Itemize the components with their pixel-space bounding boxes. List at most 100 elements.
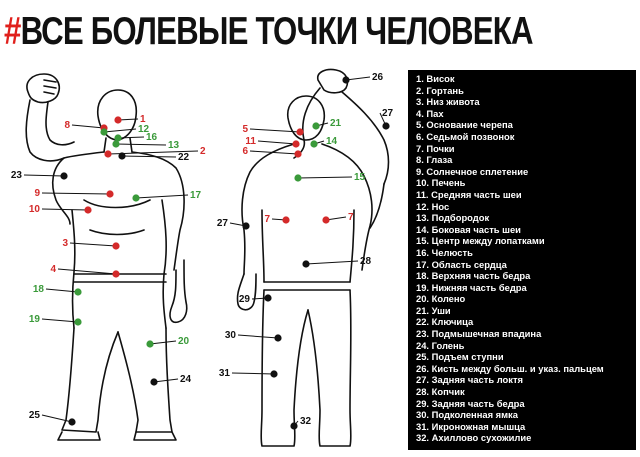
- point-leader-line: [135, 194, 189, 199]
- pain-point-label: 26: [372, 72, 384, 83]
- legend-item: 23. Подмышечная впадина: [416, 328, 542, 340]
- pain-point-dot: [60, 172, 68, 180]
- pain-point-dot: [274, 334, 282, 342]
- legend-item: 19. Нижняя часть бедра: [416, 281, 527, 293]
- pain-point-label: 2: [200, 146, 206, 157]
- pain-point-label: 27: [382, 108, 394, 119]
- point-leader-line: [149, 340, 177, 345]
- pain-point-dot: [112, 242, 120, 250]
- legend-item: 28. Копчик: [416, 386, 465, 398]
- legend-item: 24. Голень: [416, 339, 465, 351]
- pain-point-label: 15: [354, 172, 366, 183]
- pain-point-label: 24: [180, 374, 192, 385]
- point-leader-line: [23, 174, 65, 177]
- pain-point-dot: [296, 128, 304, 136]
- pain-point-label: 5: [242, 124, 248, 135]
- pain-point-label: 31: [219, 368, 231, 379]
- legend-item: 1. Висок: [416, 73, 455, 84]
- pain-point-dot: [74, 318, 82, 326]
- pain-point-label: 30: [225, 330, 237, 341]
- pain-point-dot: [150, 378, 158, 386]
- legend-item: 18. Верхняя часть бедра: [416, 270, 531, 282]
- pain-point-dot: [68, 418, 76, 426]
- legend-item: 26. Кисть между больш. и указ. пальцем: [416, 362, 604, 374]
- pain-point-dot: [294, 150, 302, 158]
- legend-item: 7. Почки: [416, 142, 455, 154]
- point-leader-line: [41, 318, 79, 323]
- back-figure: [236, 68, 390, 447]
- legend-item: 16. Челюсть: [416, 246, 473, 258]
- legend-item: 15. Центр между лопатками: [416, 235, 545, 247]
- legend-item: 10. Печень: [416, 177, 466, 189]
- pain-point-label: 7: [264, 214, 270, 225]
- pain-point-dot: [302, 260, 310, 268]
- pain-point-dot: [242, 222, 250, 230]
- legend-item: 29. Задняя часть бедра: [416, 397, 525, 409]
- pain-point-label: 22: [178, 152, 190, 163]
- pain-point-label: 8: [64, 120, 70, 131]
- pain-point-dot: [310, 140, 318, 148]
- pain-point-dot: [382, 122, 390, 130]
- pain-point-dot: [118, 152, 126, 160]
- legend-item: 20. Колено: [416, 293, 466, 305]
- pain-point-label: 29: [239, 294, 251, 305]
- point-leader-line: [231, 372, 275, 375]
- pain-point-dot: [292, 140, 300, 148]
- pain-point-dot: [146, 340, 154, 348]
- pain-point-label: 6: [242, 146, 248, 157]
- pain-point-label: 21: [330, 118, 342, 129]
- pain-point-label: 17: [190, 190, 202, 201]
- pain-point-dot: [100, 128, 108, 136]
- pain-point-label: 27: [217, 218, 229, 229]
- point-leader-line: [249, 150, 299, 155]
- pain-point-label: 19: [29, 314, 41, 325]
- pain-point-label: 12: [138, 124, 150, 135]
- point-leader-line: [71, 124, 105, 129]
- point-leader-line: [297, 176, 353, 179]
- point-leader-line: [257, 140, 297, 145]
- legend-item: 4. Пах: [416, 107, 444, 119]
- pain-point-dot: [84, 206, 92, 214]
- legend-item: 6. Седьмой позвонок: [416, 130, 515, 142]
- pain-point-dot: [322, 216, 330, 224]
- page-title: #ВСЕ БОЛЕВЫЕ ТОЧКИ ЧЕЛОВЕКА: [4, 3, 534, 61]
- pain-point-dot: [270, 370, 278, 378]
- pain-point-label: 32: [300, 416, 312, 427]
- legend-item: 17. Область сердца: [416, 258, 507, 270]
- legend-item: 11. Средняя часть шеи: [416, 188, 522, 200]
- pain-point-label: 13: [168, 140, 180, 151]
- legend-item: 2. Гортань: [416, 84, 464, 96]
- legend-item: 31. Икроножная мышца: [416, 420, 526, 432]
- point-leader-line: [249, 128, 301, 133]
- point-leader-line: [121, 155, 177, 158]
- pain-point-label: 14: [326, 136, 338, 147]
- pain-point-label: 11: [245, 136, 256, 147]
- legend-item: 14. Боковая часть шеи: [416, 223, 521, 235]
- legend-item: 32. Ахиллово сухожилие: [416, 432, 532, 444]
- legend-item: 9. Солнечное сплетение: [416, 165, 529, 177]
- pain-point-dot: [112, 270, 120, 278]
- point-leader-line: [41, 192, 111, 195]
- point-leader-line: [115, 143, 167, 146]
- point-leader-line: [41, 414, 73, 423]
- legend-item: 21. Уши: [416, 304, 451, 316]
- legend-item: 13. Подбородок: [416, 212, 490, 224]
- legend-item: 25. Подъем ступни: [416, 351, 504, 363]
- pain-point-label: 10: [29, 204, 41, 215]
- pain-point-dot: [282, 216, 290, 224]
- title-text: ВСЕ БОЛЕВЫЕ ТОЧКИ ЧЕЛОВЕКА: [20, 10, 534, 53]
- pain-point-label: 20: [178, 336, 190, 347]
- pain-point-label: 28: [360, 256, 372, 267]
- legend-item: 30. Подколенная ямка: [416, 409, 518, 421]
- point-leader-line: [345, 76, 371, 81]
- front-figure: [25, 73, 188, 441]
- title-hash: #: [4, 10, 21, 53]
- pain-point-dot: [114, 134, 122, 142]
- pain-point-label: 23: [11, 170, 23, 181]
- legend-item: 12. Нос: [416, 200, 450, 212]
- pain-point-dot: [114, 116, 122, 124]
- point-leader-line: [153, 378, 179, 383]
- pain-point-dot: [112, 140, 120, 148]
